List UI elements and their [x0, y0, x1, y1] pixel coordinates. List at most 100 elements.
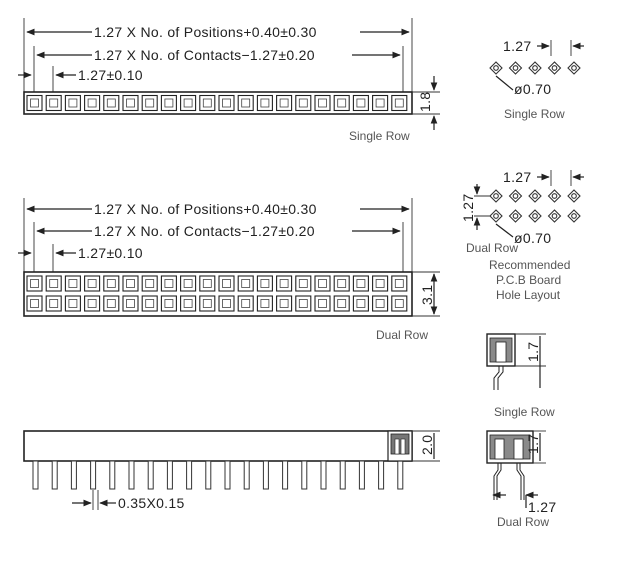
pin-size-dimension: 0.35X0.15	[118, 495, 185, 511]
pin	[320, 460, 327, 490]
dual-row-cells	[26, 275, 408, 312]
view-label: Single Row	[494, 405, 555, 419]
contact-opening	[49, 279, 59, 288]
pitch-dimension: 1.27±0.10	[78, 67, 143, 83]
pin	[243, 460, 250, 490]
section-single-row: 1.7 Single Row	[486, 333, 555, 419]
single-row-cells	[26, 94, 408, 112]
pcb-single-row-layout: 1.27 ø0.70 Single Row	[489, 38, 584, 121]
contact-opening	[202, 299, 212, 308]
hole-center	[571, 193, 577, 199]
pin	[186, 460, 193, 490]
contact-opening	[375, 279, 385, 288]
hole-center	[512, 193, 519, 199]
positions-dimension: 1.27 X No. of Positions+0.40±0.30	[94, 24, 317, 40]
pin	[90, 460, 97, 490]
caption-line-3: Hole Layout	[496, 288, 561, 302]
pin	[109, 460, 116, 490]
height-dimension: 2.0	[419, 435, 435, 455]
contact-opening	[318, 279, 327, 288]
contact-opening	[30, 279, 39, 288]
contact-opening	[298, 279, 308, 288]
pin	[378, 460, 385, 490]
contact-opening	[337, 299, 347, 308]
contact-opening	[241, 98, 251, 108]
view-label: Dual Row	[376, 328, 428, 342]
contact-opening	[279, 299, 289, 308]
height-dimension: 1.7	[525, 342, 541, 362]
height-dimension: 3.1	[419, 285, 435, 305]
side-section-detail	[387, 430, 413, 462]
contact-opening	[183, 299, 193, 308]
hole-center	[551, 193, 558, 199]
contact-opening	[279, 279, 289, 288]
contact-opening	[241, 299, 251, 308]
leader-line	[495, 223, 514, 238]
contacts-dimension: 1.27 X No. of Contacts−1.27±0.20	[94, 47, 315, 63]
connector-side-body	[23, 430, 413, 462]
contact-opening	[222, 299, 231, 308]
height-dimension: 1.7	[525, 434, 541, 454]
contact-opening	[298, 299, 308, 308]
contact-opening	[164, 98, 174, 108]
contact-opening	[145, 98, 155, 108]
side-pins	[32, 460, 404, 490]
contact-opening	[318, 98, 327, 108]
pin	[166, 460, 173, 490]
hole-center	[512, 65, 519, 71]
contact-opening	[337, 98, 347, 108]
contact-opening	[394, 279, 404, 288]
contact-opening	[30, 98, 39, 108]
contact-opening	[260, 299, 270, 308]
contacts-dimension: 1.27 X No. of Contacts−1.27±0.20	[94, 223, 315, 239]
contact-opening	[164, 299, 174, 308]
pin	[32, 460, 39, 490]
contact-opening	[68, 279, 78, 288]
hole-center	[493, 193, 499, 199]
hole-center	[571, 213, 577, 219]
pin	[339, 460, 346, 490]
pin	[205, 460, 212, 490]
contact-opening	[318, 299, 327, 308]
leader-line	[495, 75, 514, 91]
pin	[224, 460, 231, 490]
contact-opening	[126, 98, 135, 108]
contact-opening	[375, 299, 385, 308]
contact-opening	[202, 98, 212, 108]
pitch-y-dimension: 1.27	[460, 194, 476, 222]
contact-tail	[493, 366, 504, 390]
pin	[147, 460, 154, 490]
hole-center	[512, 213, 519, 219]
pitch-dimension: 1.27±0.10	[78, 245, 143, 261]
contact-opening	[202, 279, 212, 288]
contact-opening	[30, 299, 39, 308]
contact-opening	[241, 279, 251, 288]
pitch-dimension: 1.27	[528, 499, 556, 515]
contact-opening	[106, 279, 116, 288]
contact-opening	[356, 279, 366, 288]
hole-center	[571, 65, 577, 71]
pin	[51, 460, 58, 490]
pin	[397, 460, 404, 490]
contact-opening	[87, 299, 97, 308]
contact-opening	[49, 299, 59, 308]
hole-center	[551, 213, 558, 219]
contact-opening	[183, 98, 193, 108]
contact-opening	[87, 98, 97, 108]
contact-opening	[68, 98, 78, 108]
pcb-single-holes	[489, 61, 581, 75]
caption-line-2: P.C.B Board	[496, 273, 561, 287]
pitch-dimension: 1.27	[503, 38, 531, 54]
hole-center	[493, 65, 499, 71]
contact-opening	[126, 299, 135, 308]
pin	[128, 460, 135, 490]
contact-opening	[49, 98, 59, 108]
height-dimension: 1.8	[417, 92, 433, 112]
positions-dimension: 1.27 X No. of Positions+0.40±0.30	[94, 201, 317, 217]
section-dual-row: 1.7 1.27 Dual Row	[486, 430, 556, 529]
hole-center	[532, 213, 538, 219]
contact-opening	[260, 279, 270, 288]
contact-opening	[87, 279, 97, 288]
contact-opening	[394, 98, 404, 108]
